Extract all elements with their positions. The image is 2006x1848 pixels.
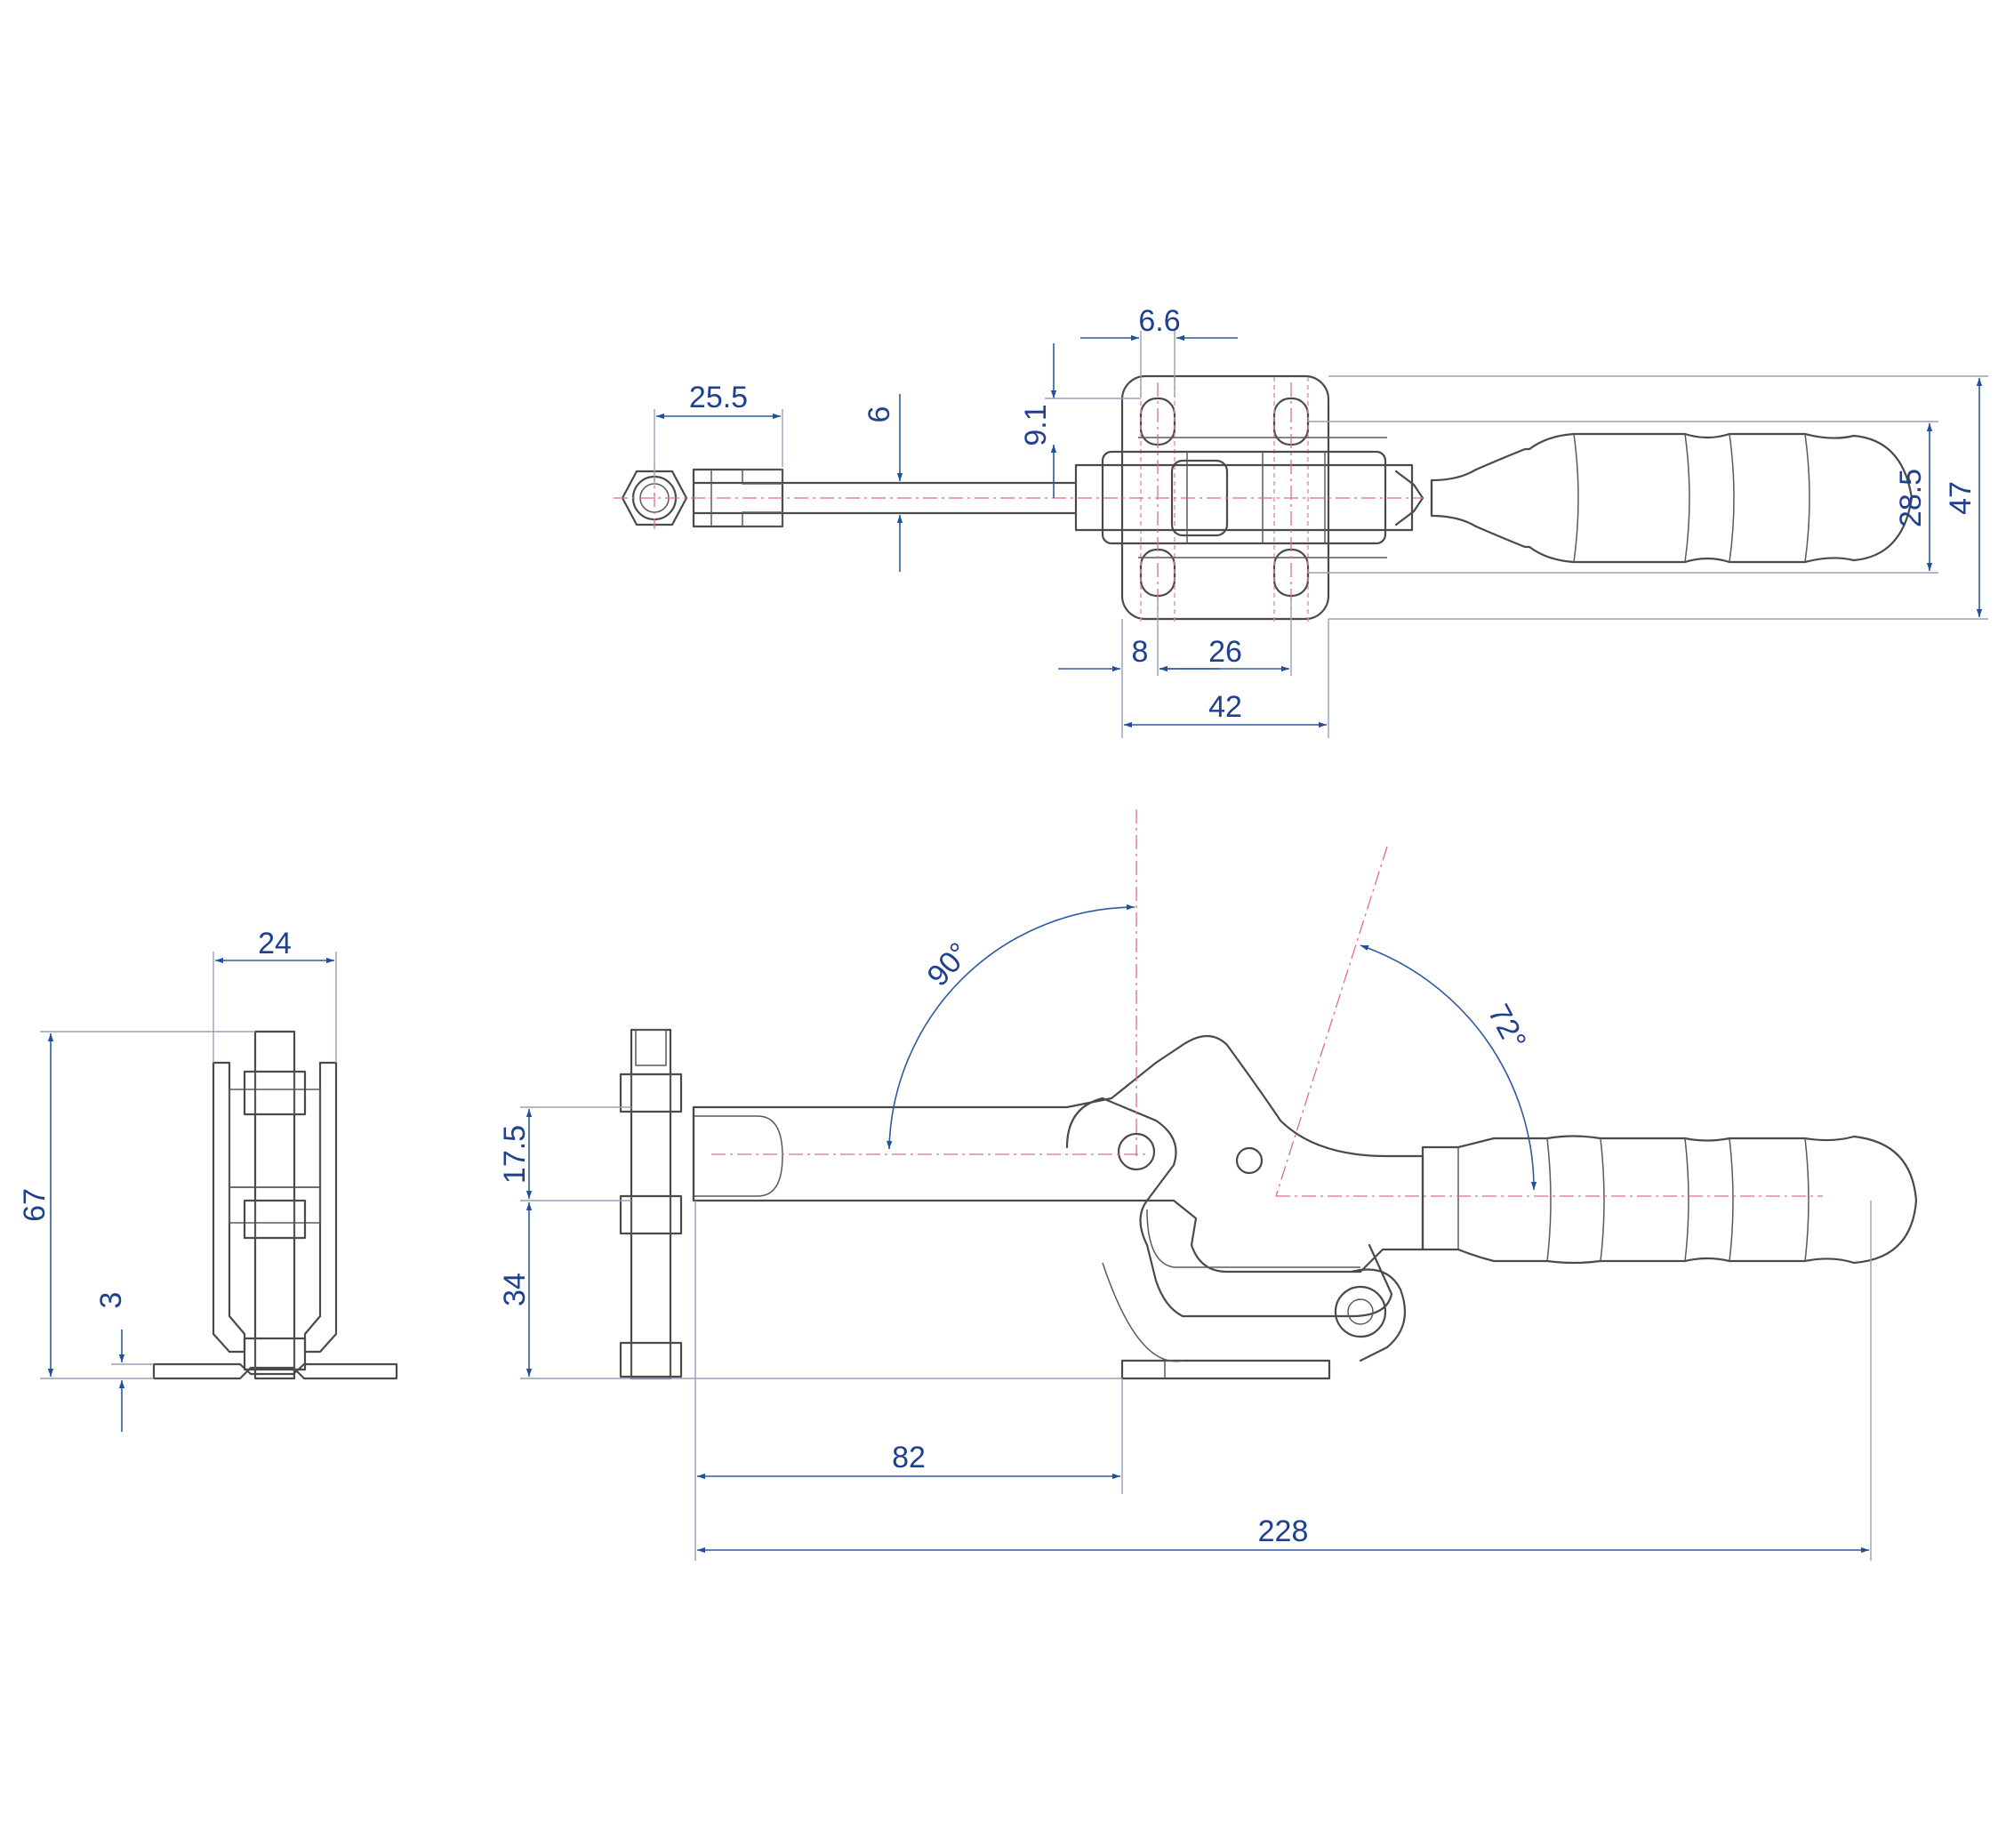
dim-6: 6 [863,406,896,423]
side-main-pivot [1117,1132,1156,1171]
angle-72: 72° [1481,999,1533,1055]
side-handle-grip [1421,1135,1918,1265]
dim-25-5: 25.5 [689,381,748,414]
side-pin [1235,1146,1264,1175]
end-view [152,1030,398,1380]
dim-47: 47 [1944,481,1978,515]
end-base-foot [152,1362,398,1380]
side-arm-body [692,1034,1424,1274]
dim-17-5: 17.5 [498,1125,532,1184]
side-spindle-bolt [630,1028,672,1380]
top-housing-outer [1101,450,1387,545]
end-lower-nut [243,1199,307,1240]
end-bottom-nut [243,1337,307,1371]
angle-90: 90° [921,936,977,993]
side-lower-nut [619,1194,683,1235]
dim-6-6: 6.6 [1138,304,1180,338]
side-linkage [1065,1097,1393,1318]
dim-228: 228 [1258,1515,1309,1548]
dim-42: 42 [1208,690,1242,724]
dim-3: 3 [94,1292,128,1309]
dim-28-5: 28.5 [1894,469,1928,527]
top-view [614,374,1914,623]
dim-9-1: 9.1 [1019,404,1053,446]
side-upper-nut [619,1073,683,1113]
dim-82: 82 [892,1441,926,1474]
side-lower-pivot [1334,1285,1387,1338]
dim-67: 67 [18,1188,52,1222]
dim-26: 26 [1208,635,1242,669]
top-view-dimensions: 25.5 6 9.1 6.6 8 26 42 28.5 [654,304,1988,738]
dim-24: 24 [258,927,292,960]
end-view-dimensions: 24 67 3 [18,927,337,1432]
dim-34: 34 [498,1273,532,1306]
side-bottom-nut [619,1341,683,1378]
dim-8: 8 [1132,635,1149,669]
side-view-dimensions: 90° 72° 17.5 34 82 228 [498,904,1872,1561]
end-spindle [253,1030,296,1380]
top-handle-grip [1430,432,1914,564]
top-housing [1074,463,1414,532]
side-base-plate [1120,1359,1331,1380]
end-upper-nut [243,1070,307,1116]
side-view [619,809,1918,1380]
